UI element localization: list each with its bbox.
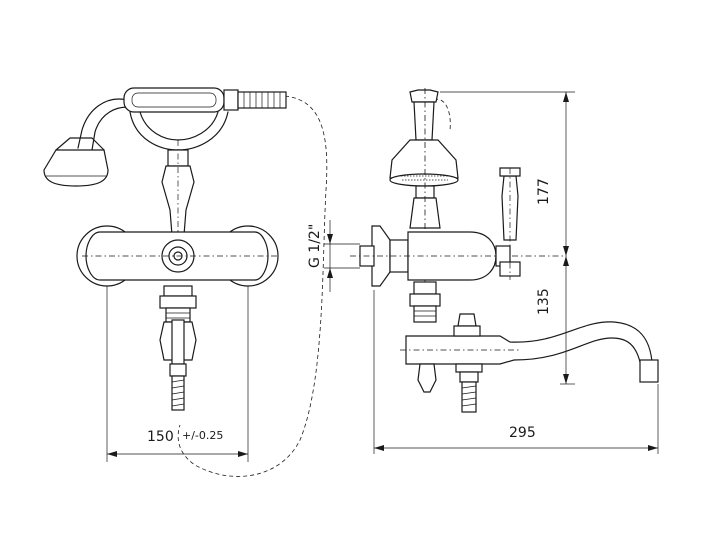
dimension-135: 135 xyxy=(536,288,552,315)
front-view: 150 +/-0.25 xyxy=(43,87,328,477)
hose-dashed-side xyxy=(433,98,451,131)
spout-side xyxy=(400,313,659,413)
hand-shower-head xyxy=(43,137,109,187)
dimension-177: 177 xyxy=(536,178,552,205)
mixer-body-side xyxy=(350,167,565,281)
diverter-side xyxy=(409,281,441,323)
shower-rose-side xyxy=(389,139,459,187)
dimension-thread: G 1/2" xyxy=(307,224,323,268)
dimension-tolerance: +/-0.25 xyxy=(182,429,223,442)
mixer-body-front xyxy=(76,225,280,287)
dimension-150: 150 xyxy=(147,429,174,445)
handset-handle xyxy=(123,87,287,113)
dimension-295: 295 xyxy=(509,425,536,441)
side-view: G 1/2" 177 135 295 xyxy=(307,88,659,454)
diverter-front xyxy=(159,285,197,411)
